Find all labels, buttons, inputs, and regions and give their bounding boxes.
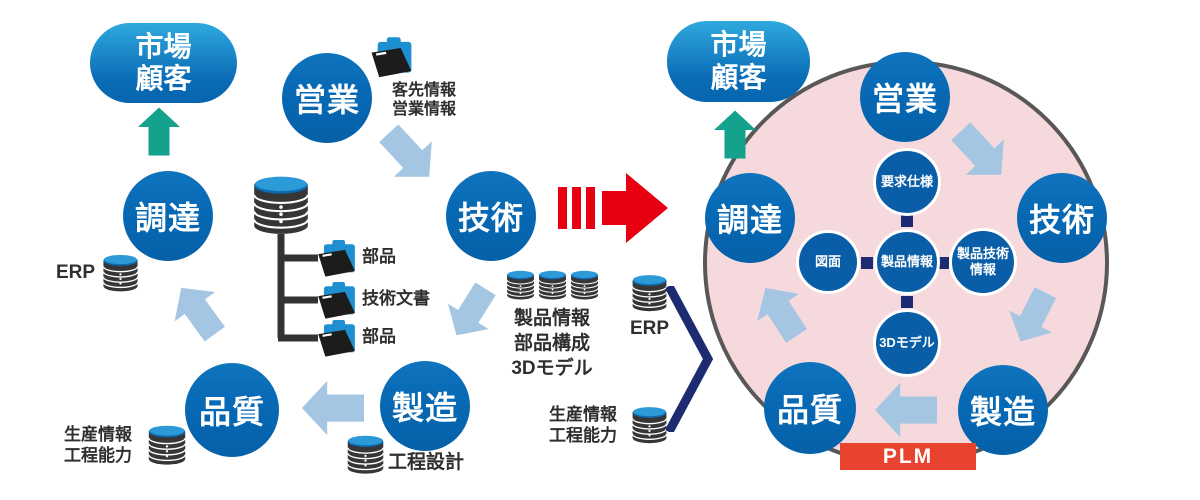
process-design-label: 工程設計 — [388, 452, 465, 473]
model3d-circle: 3Dモデル — [873, 309, 941, 377]
database-icon — [537, 262, 568, 308]
database-icon — [630, 403, 669, 447]
up-arrow-icon — [138, 103, 180, 160]
folder-label: 部品 — [362, 247, 396, 266]
central-database-icon — [250, 172, 312, 238]
connector-square — [901, 296, 913, 308]
product-tech-circle: 製品技術 情報 — [949, 228, 1017, 296]
folder-label: 技術文書 — [362, 289, 430, 308]
database-icon — [569, 262, 600, 308]
folder-icon — [316, 240, 360, 278]
folder-tree-connector — [277, 234, 318, 342]
engineering-db-label: 製品情報 部品構成 3Dモデル — [511, 308, 593, 379]
product-info-circle: 製品情報 — [874, 229, 940, 295]
connector-square — [937, 257, 949, 269]
transformation-arrow-icon — [558, 173, 668, 243]
connector-square — [901, 215, 913, 227]
sales-to-engineering-arrow-icon — [369, 115, 449, 196]
connector-square — [861, 257, 873, 269]
quality-circle: 品質 — [185, 363, 279, 457]
sales-circle: 営業 — [282, 53, 372, 143]
folder-icon — [316, 282, 360, 320]
drawing-circle: 図面 — [796, 230, 860, 294]
procurement-circle: 調達 — [123, 171, 213, 261]
procurement-circle: 調達 — [705, 173, 795, 263]
sales-circle: 営業 — [860, 52, 950, 142]
manufacturing-to-quality-arrow-icon — [875, 382, 937, 438]
erp-label: ERP — [56, 262, 96, 283]
engineering-to-manufacturing-arrow-icon — [434, 272, 509, 352]
database-icon — [100, 252, 141, 294]
manufacturing-to-quality-arrow-icon — [302, 380, 364, 436]
production-info-label: 生産情報 工程能力 — [64, 425, 132, 465]
plm-banner: PLM — [840, 443, 976, 470]
engineering-circle: 技術 — [1017, 173, 1107, 263]
manufacturing-circle: 製造 — [958, 365, 1048, 455]
market-customer-box: 市場 顧客 — [667, 21, 810, 102]
folder-label: 部品 — [362, 327, 396, 346]
manufacturing-circle: 製造 — [380, 361, 470, 451]
folder-icon — [316, 320, 360, 358]
production-info-label: 生産情報 工程能力 — [549, 405, 617, 445]
sales-info-label: 客先情報 営業情報 — [392, 82, 457, 118]
folder-icon — [370, 36, 416, 80]
database-icon — [630, 272, 669, 314]
up-arrow-icon — [714, 106, 756, 163]
market-customer-box: 市場 顧客 — [90, 23, 237, 103]
requirements-circle: 要求仕様 — [873, 148, 941, 216]
quality-circle: 品質 — [764, 362, 856, 454]
engineering-circle: 技術 — [446, 171, 536, 261]
quality-to-procurement-arrow-icon — [158, 270, 237, 353]
database-icon — [345, 432, 386, 477]
erp-label: ERP — [630, 318, 670, 339]
database-icon — [146, 421, 188, 469]
integration-chevron-icon — [666, 286, 714, 432]
database-icon — [505, 262, 536, 308]
